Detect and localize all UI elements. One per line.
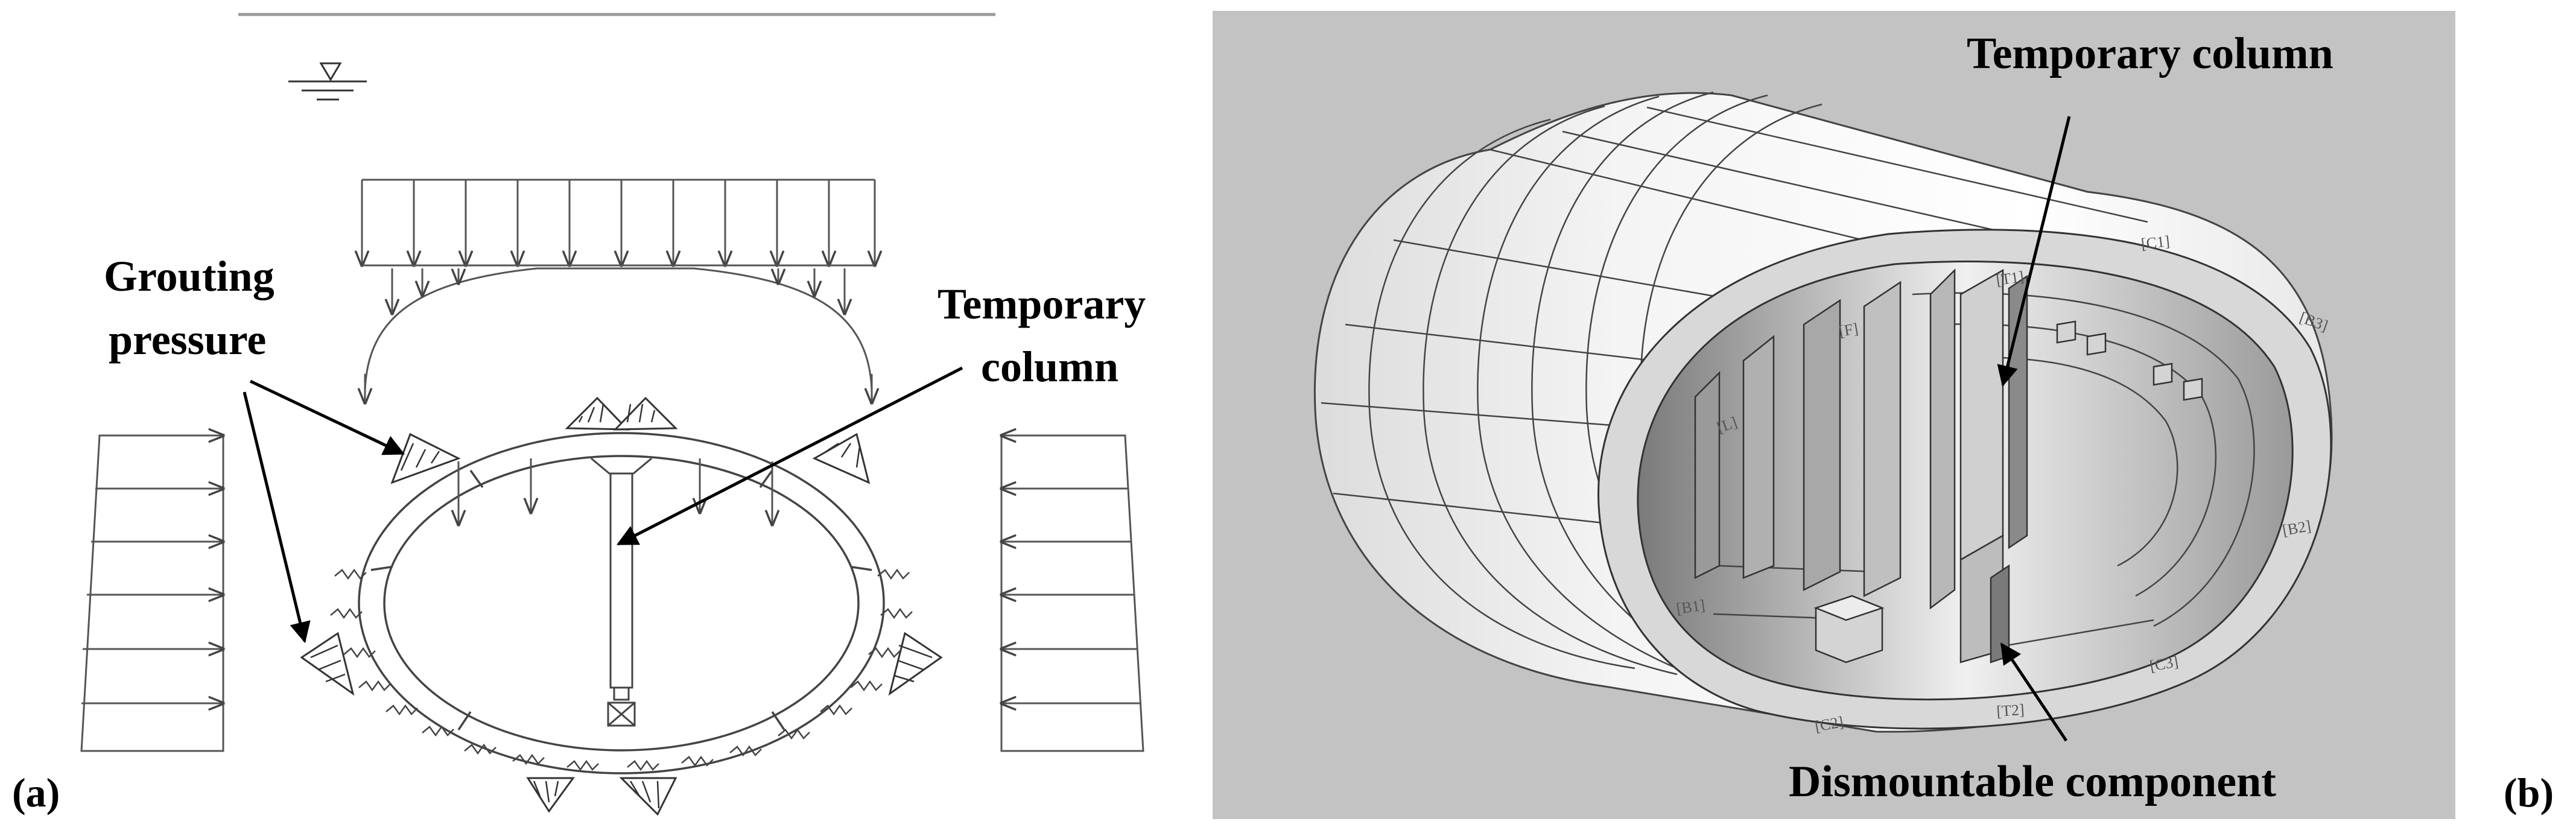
arched-load (365, 267, 872, 403)
dismountable-component-label: Dismountable component (1789, 757, 2276, 806)
base-blocks (1813, 320, 2203, 663)
temporary-column (591, 457, 652, 727)
callout-arrows-b (1997, 116, 2071, 742)
lateral-pressure-left (80, 435, 223, 752)
segment-tag-t1: [T1] (1995, 268, 2025, 289)
lateral-pressure-right (1001, 435, 1144, 752)
grouting-label-line2: pressure (109, 315, 266, 364)
panel-b: [T1] [C1] [F] [B3] [L] [B2] [B1] [C3] [C… (1213, 11, 2455, 819)
segment-tag-c1: [C1] (2140, 232, 2171, 253)
segment-tag-f: [F] (1838, 320, 1859, 340)
load-diagram: Grouting pressure Temporary column (80, 13, 1146, 816)
grouting-hatching (310, 404, 933, 809)
segment-tag-t2: [T2] (1996, 701, 2025, 720)
overburden-load (362, 179, 875, 265)
water-table-symbol (288, 62, 367, 101)
callout-arrows-a (243, 366, 963, 644)
segment-tag-b1: [B1] (1675, 597, 1706, 618)
panel-a-label: (a) (12, 770, 60, 815)
panel-b-label: (b) (2504, 770, 2554, 815)
inner-columns (1694, 268, 2028, 663)
soil-springs (330, 568, 913, 771)
temporary-column-label-b: Temporary column (1967, 29, 2333, 78)
panel-a: Grouting pressure Temporary column (a) (0, 0, 1207, 839)
inner-loads (458, 458, 772, 525)
tunnel-3d-model: [T1] [C1] [F] [B3] [L] [B2] [B1] [C3] [C… (1313, 29, 2333, 806)
temporary-column-label-line2: column (981, 343, 1118, 391)
grouting-label-line1: Grouting (104, 252, 274, 300)
temporary-column-label-line1: Temporary (937, 280, 1146, 328)
tunnel-lining (358, 432, 885, 774)
